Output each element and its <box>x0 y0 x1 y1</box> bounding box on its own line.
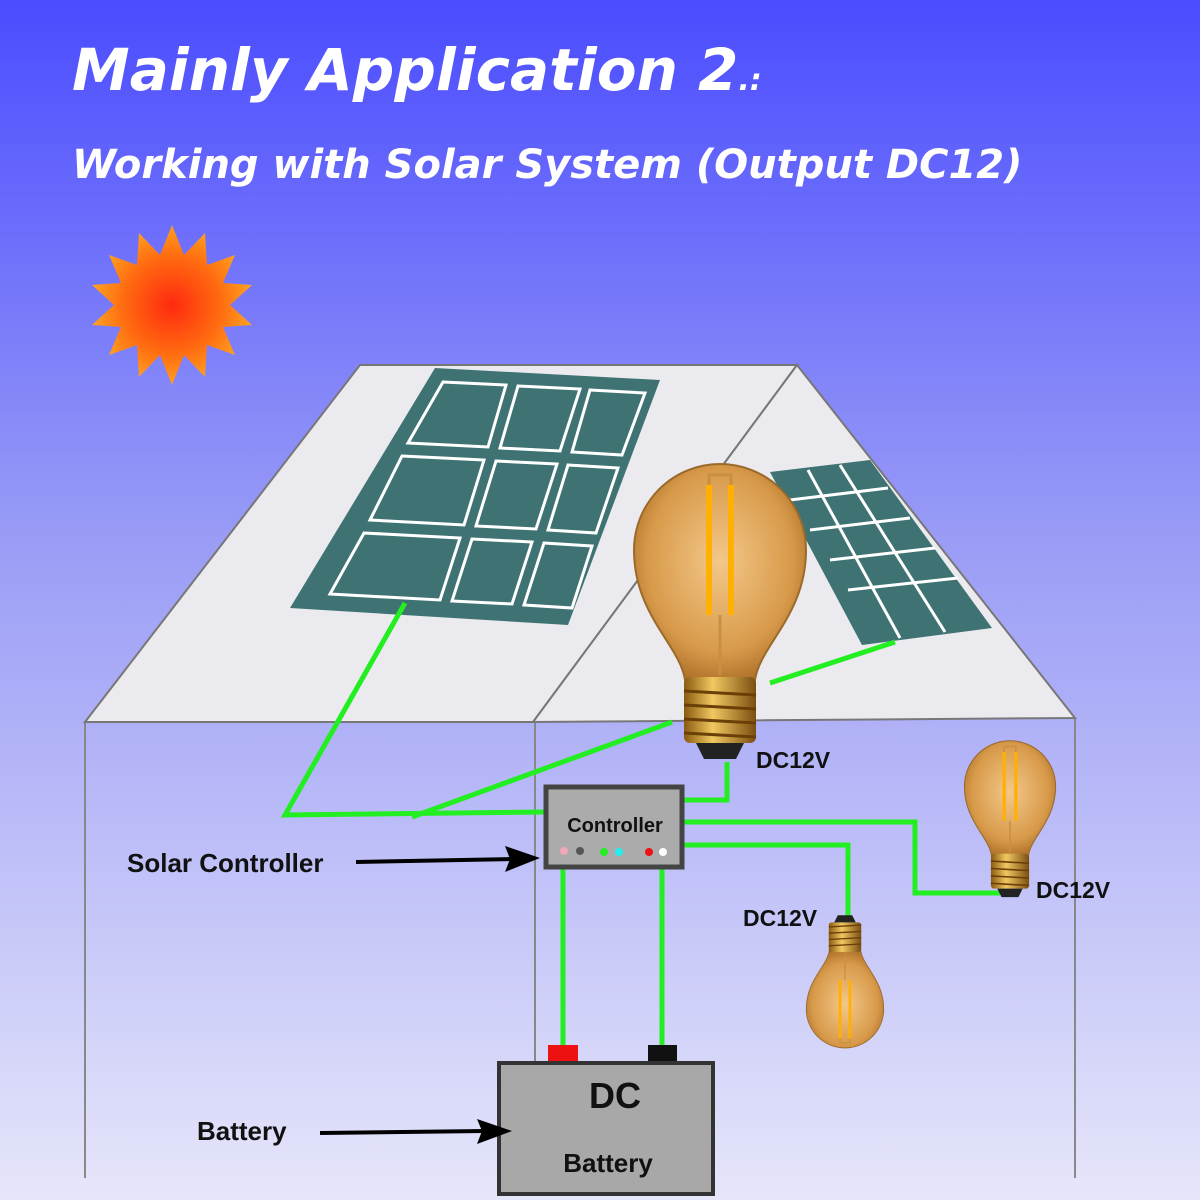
battery: DC Battery <box>497 1045 715 1196</box>
solar-panel-right <box>770 460 992 645</box>
indicator-light <box>576 847 584 855</box>
sun-icon <box>92 225 252 385</box>
controller-label: Controller <box>567 815 663 837</box>
indicator-light <box>615 848 623 856</box>
indicator-light <box>600 848 608 856</box>
bulb-voltage-label: DC12V <box>743 905 818 931</box>
indicator-light <box>560 847 568 855</box>
battery-title: DC <box>589 1075 641 1116</box>
indicator-light <box>659 848 667 856</box>
arrow-icon <box>319 1119 512 1144</box>
solar-panel-left <box>290 368 660 625</box>
indicator-light <box>645 848 653 856</box>
battery-callout: Battery <box>197 1116 287 1146</box>
solar-controller-callout: Solar Controller <box>127 848 323 878</box>
bulb-voltage-label: DC12V <box>756 747 831 773</box>
arrow-icon <box>355 846 540 872</box>
page-title: Mainly Application 2.: <box>72 36 762 104</box>
wires <box>280 601 1000 1046</box>
page-subtitle: Working with Solar System (Output DC12) <box>72 142 1022 188</box>
controller-box: Controller <box>543 784 685 870</box>
bulb-voltage-label: DC12V <box>1036 877 1111 903</box>
battery-label: Battery <box>563 1148 653 1178</box>
